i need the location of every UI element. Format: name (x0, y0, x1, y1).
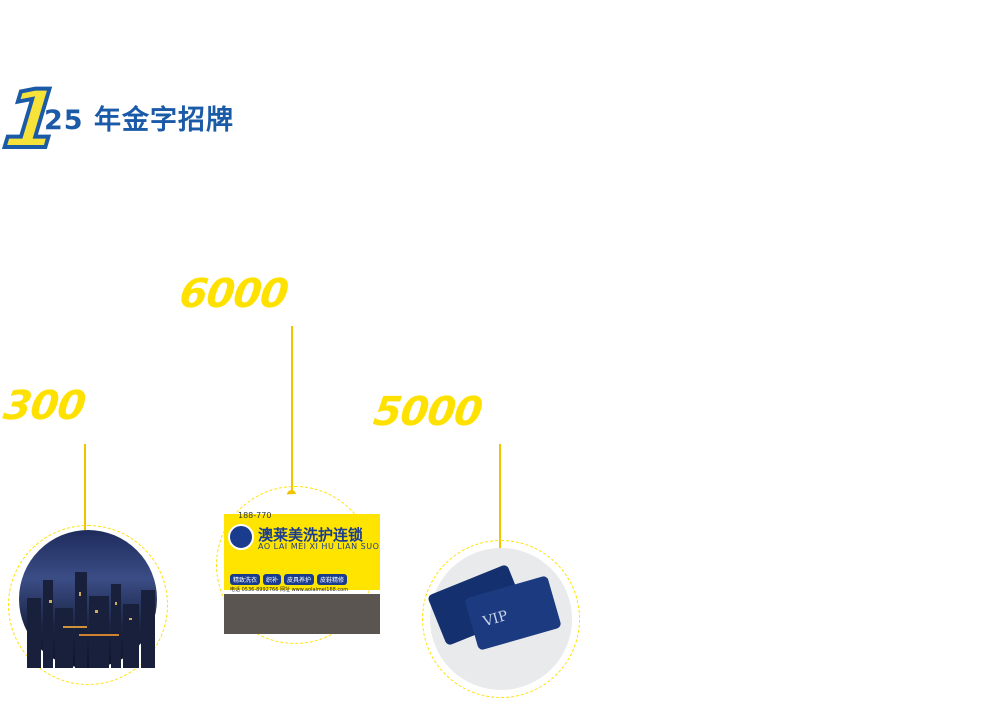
section-heading: 1 25 年金字招牌 (0, 71, 320, 168)
city-night-image (19, 530, 157, 668)
connector-line (499, 444, 501, 562)
connector-line (84, 444, 86, 566)
store-logo-icon (228, 524, 254, 550)
store-front (224, 594, 380, 634)
connector-line (291, 326, 293, 494)
card-vip-label: VIP (481, 607, 510, 631)
store-tags: 精致洗衣 织补 皮具养护 皮鞋精修 (230, 574, 348, 585)
stat-value-300: 300 (0, 383, 88, 429)
image-ring (422, 540, 580, 698)
store-sign-image: 188-770 澳莱美洗护连锁 AO LAI MEI XI HU LIAN SU… (224, 494, 380, 636)
store-phone: 188-770 (238, 511, 272, 520)
store-contact: 电话 0536-8992766 网址 www.aolaimei168.com (230, 587, 349, 593)
store-tag: 精致洗衣 (230, 574, 261, 585)
store-tag: 织补 (263, 574, 282, 585)
store-tag: 皮具养护 (284, 574, 315, 585)
store-brand-pinyin: AO LAI MEI XI HU LIAN SUO (258, 542, 380, 551)
store-tag: 皮鞋精修 (317, 574, 348, 585)
image-ring (8, 525, 168, 685)
vip-card-image: VIP (427, 548, 572, 690)
heading-title: 25 年金字招牌 (44, 105, 234, 136)
stat-value-5000: 5000 (370, 389, 485, 435)
store-brand-name: 澳莱美洗护连锁 (258, 526, 364, 544)
stat-value-6000: 6000 (176, 271, 291, 317)
